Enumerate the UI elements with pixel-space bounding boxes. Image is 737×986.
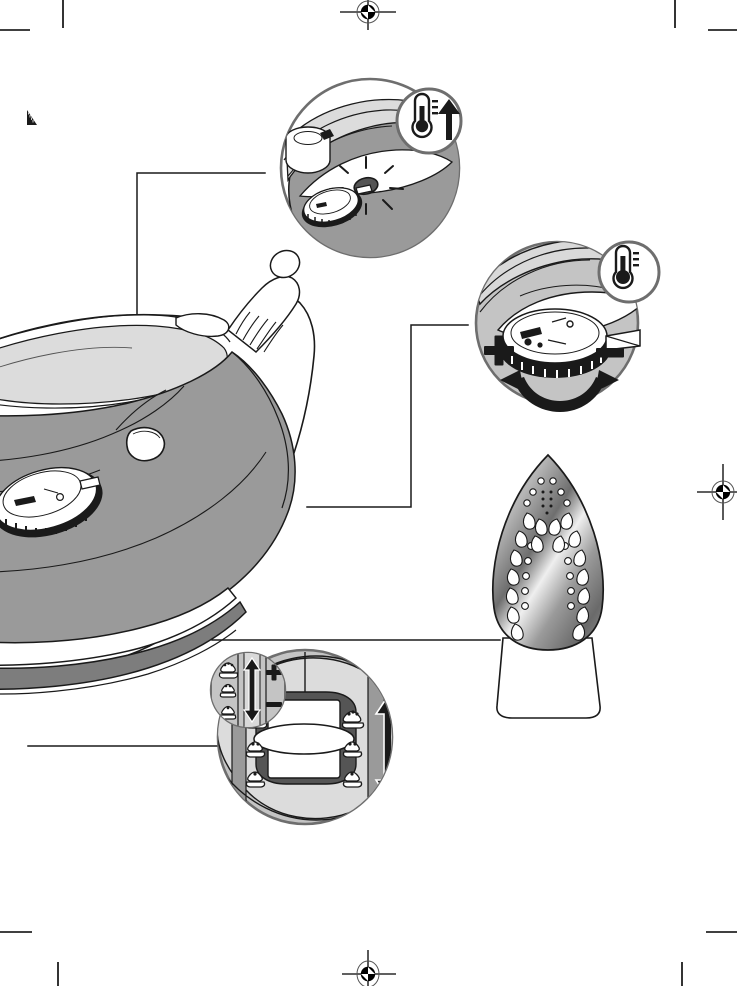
- fabric-one-dot-icon: [245, 771, 266, 788]
- registration-mark-top: [340, 0, 396, 30]
- water-fill-cap-icon: [285, 126, 334, 174]
- rotate-arrow-icon: [500, 370, 619, 412]
- thermostat-dial-icon[interactable]: [499, 308, 641, 378]
- soleplate-heel: [496, 637, 601, 719]
- badge-thermometer-heating: [395, 87, 463, 155]
- badge-thermometer: [597, 240, 661, 304]
- arrow-up-icon: [438, 99, 460, 140]
- fabric-one-dot-icon-right: [342, 771, 363, 788]
- double-arrow-vertical-icon: [374, 694, 392, 800]
- fabric-three-dots-icon-inset: [218, 662, 239, 679]
- minus-symbol-inset: [266, 702, 282, 707]
- iron-handle: [175, 249, 301, 354]
- fabric-two-dots-icon: [245, 741, 266, 758]
- soleplate-icon: [491, 453, 605, 651]
- spray-button[interactable]: [125, 426, 166, 462]
- steam-vent-holes: [505, 477, 591, 641]
- soleplate-edge: [0, 586, 247, 695]
- thermostat-dial[interactable]: [0, 457, 111, 549]
- corner-pointer-arrow: [27, 110, 37, 125]
- leader-line-thermostat-dial: [306, 324, 469, 508]
- double-arrow-vertical-icon-inset: [242, 656, 262, 724]
- fabric-two-dots-icon-right: [342, 741, 363, 758]
- thermometer-icon: [612, 244, 639, 290]
- callout-steam-levels-inset: [209, 651, 287, 729]
- minus-symbol: [596, 348, 624, 358]
- thermostat-dial-icon: [301, 184, 373, 228]
- thermometer-icon: [411, 92, 438, 139]
- plus-symbol-inset: [266, 664, 282, 681]
- fabric-two-dots-icon-inset: [219, 683, 237, 698]
- fabric-three-dots-icon-right: [341, 710, 365, 729]
- plus-symbol: [484, 335, 514, 366]
- registration-mark-right: [697, 464, 737, 520]
- registration-mark-bottom: [342, 950, 396, 986]
- iron-body-gray: [0, 350, 296, 645]
